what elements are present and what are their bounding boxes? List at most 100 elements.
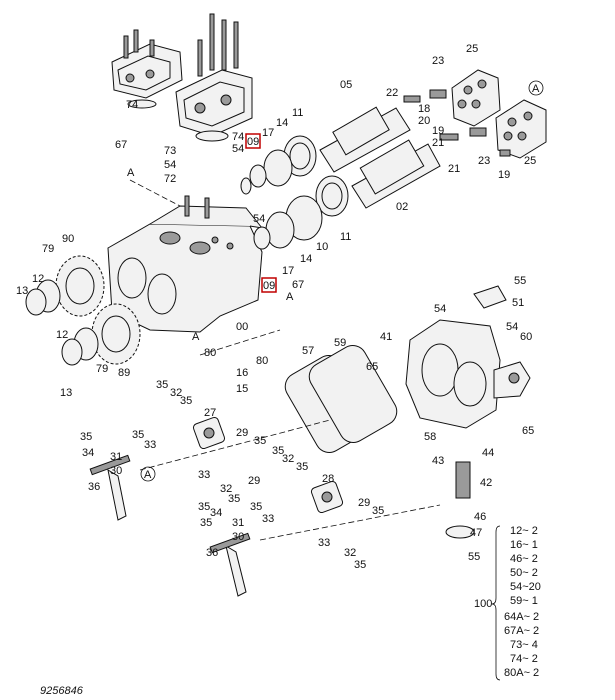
callout-67: 67 xyxy=(292,279,304,291)
callout-a: A xyxy=(192,331,200,343)
callout-54: 54 xyxy=(232,143,244,155)
callout-11: 11 xyxy=(292,107,303,119)
kit-item: 74~ 2 xyxy=(510,653,538,665)
callout-33: 33 xyxy=(318,537,330,549)
callout-21: 21 xyxy=(448,163,460,175)
callout-11: 11 xyxy=(340,231,351,243)
callout-57: 57 xyxy=(302,345,314,357)
gear-89 xyxy=(61,303,141,366)
callout-54: 54 xyxy=(506,321,518,333)
callout-19: 19 xyxy=(498,169,510,181)
gaskets xyxy=(284,345,398,453)
callout-25: 25 xyxy=(524,155,536,167)
callout-21: 21 xyxy=(432,137,444,149)
kit-number: 100 xyxy=(474,598,492,610)
callout-43: 43 xyxy=(432,455,444,467)
kit-item: 46~ 2 xyxy=(510,553,538,565)
callout-36: 36 xyxy=(88,481,100,493)
gear-90 xyxy=(25,255,105,317)
callout-41: 41 xyxy=(380,331,392,343)
callout-a: A xyxy=(127,167,135,179)
callout-44: 44 xyxy=(482,447,494,459)
callout-72: 72 xyxy=(164,173,176,185)
callout-18: 18 xyxy=(418,103,430,115)
cylinder-barrel-lower xyxy=(439,99,547,159)
kit-item: 16~ 1 xyxy=(510,539,538,551)
highlight-box xyxy=(261,277,277,293)
callout-31: 31 xyxy=(232,517,244,529)
valve-block-left xyxy=(111,29,183,109)
callout-29: 29 xyxy=(358,497,370,509)
kit-item: 50~ 2 xyxy=(510,567,538,579)
callout-35: 35 xyxy=(156,379,168,391)
callout-60: 60 xyxy=(520,331,532,343)
kit-item: 54~20 xyxy=(510,581,541,593)
callout-05: 05 xyxy=(340,79,352,91)
servo-27 xyxy=(192,416,226,450)
callout-42: 42 xyxy=(480,477,492,489)
callout-35: 35 xyxy=(198,501,210,513)
pump-housing xyxy=(107,195,264,333)
callout-46: 46 xyxy=(474,511,486,523)
callout-02: 02 xyxy=(396,201,408,213)
callout-32: 32 xyxy=(282,453,294,465)
callout-a: A xyxy=(286,291,294,303)
callout-89: 89 xyxy=(118,367,130,379)
callout-34: 34 xyxy=(82,447,94,459)
rotating-group-lower xyxy=(253,139,441,250)
callout-80: 80 xyxy=(256,355,268,367)
callout-54: 54 xyxy=(253,213,265,225)
callout-35: 35 xyxy=(372,505,384,517)
kit-item: 73~ 4 xyxy=(510,639,538,651)
callout-79: 79 xyxy=(42,243,54,255)
callout-09: 09 xyxy=(263,280,275,292)
callout-22: 22 xyxy=(386,87,398,99)
shift-fork-upper xyxy=(89,454,131,521)
callout-80: 80 xyxy=(204,347,216,359)
callout-35: 35 xyxy=(296,461,308,473)
callout-74: 74 xyxy=(126,99,138,111)
callout-54: 54 xyxy=(434,303,446,315)
callout-30: 30 xyxy=(110,465,122,477)
callout-27: 27 xyxy=(204,407,216,419)
callout-55: 55 xyxy=(468,551,480,563)
callout-30: 30 xyxy=(232,531,244,543)
callout-29: 29 xyxy=(248,475,260,487)
callout-32: 32 xyxy=(170,387,182,399)
callout-54: 54 xyxy=(164,159,176,171)
callout-55: 55 xyxy=(514,275,526,287)
callout-33: 33 xyxy=(144,439,156,451)
callout-73: 73 xyxy=(164,145,176,157)
callout-35: 35 xyxy=(180,395,192,407)
callout-15: 15 xyxy=(236,383,248,395)
callout-31: 31 xyxy=(110,451,122,463)
callout-65: 65 xyxy=(366,361,378,373)
servo-28 xyxy=(310,480,344,514)
callout-65: 65 xyxy=(522,425,534,437)
callout-79: 79 xyxy=(96,363,108,375)
callout-35: 35 xyxy=(80,431,92,443)
highlight-box xyxy=(245,133,261,149)
callout-74: 74 xyxy=(232,131,244,143)
callout-13: 13 xyxy=(16,285,28,297)
callout-35: 35 xyxy=(254,435,266,447)
callout-59: 59 xyxy=(334,337,346,349)
callout-14: 14 xyxy=(276,117,288,129)
callout-19: 19 xyxy=(432,125,444,137)
callout-28: 28 xyxy=(322,473,334,485)
callout-23: 23 xyxy=(478,155,490,167)
callout-00: 00 xyxy=(236,321,248,333)
callout-35: 35 xyxy=(272,445,284,457)
cylinder-barrel-upper xyxy=(403,69,501,127)
callout-35: 35 xyxy=(250,501,262,513)
callout-58: 58 xyxy=(424,431,436,443)
callout-10: 10 xyxy=(316,241,328,253)
callout-23: 23 xyxy=(432,55,444,67)
callout-13: 13 xyxy=(60,387,72,399)
callout-14: 14 xyxy=(300,253,312,265)
callout-16: 16 xyxy=(236,367,248,379)
callout-35: 35 xyxy=(228,493,240,505)
callout-35: 35 xyxy=(132,429,144,441)
callout-35: 35 xyxy=(200,517,212,529)
callout-33: 33 xyxy=(198,469,210,481)
